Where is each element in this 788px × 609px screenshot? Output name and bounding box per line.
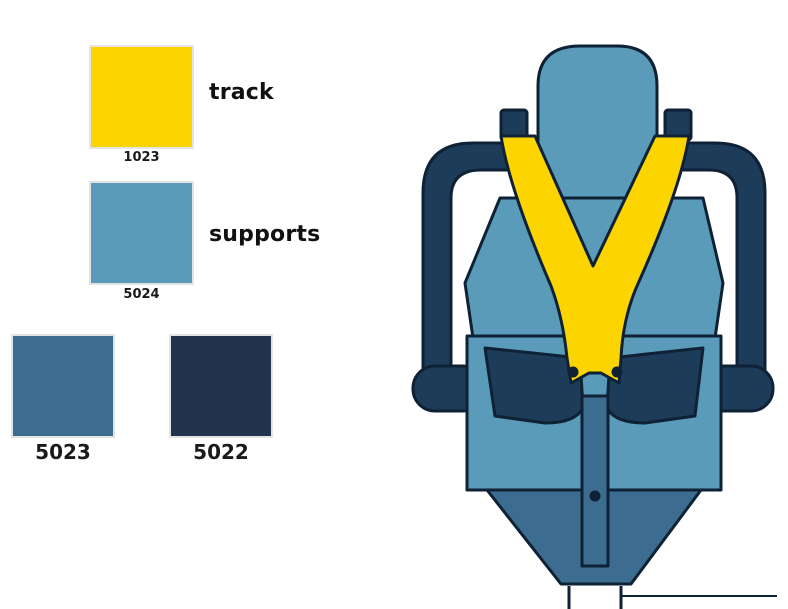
supports-color-code: 5024: [123, 287, 160, 302]
supports-label: supports: [209, 222, 321, 247]
coaster-seat-illustration: [411, 44, 777, 609]
supports-color-swatch: [89, 181, 194, 285]
navy-color-swatch: [169, 334, 273, 438]
center-column: [580, 394, 610, 568]
restraint-bolt-right: [611, 366, 623, 378]
dark-blue-color-swatch: [11, 334, 115, 438]
track-color-swatch: [89, 45, 194, 149]
track-color-code: 1023: [123, 150, 160, 165]
column-bolt: [589, 490, 601, 502]
navy-color-code: 5022: [193, 440, 249, 464]
seat-frame: [421, 141, 767, 395]
dark-blue-color-code: 5023: [35, 440, 91, 464]
restraint-bolt-left: [567, 366, 579, 378]
track-label: track: [209, 80, 274, 105]
